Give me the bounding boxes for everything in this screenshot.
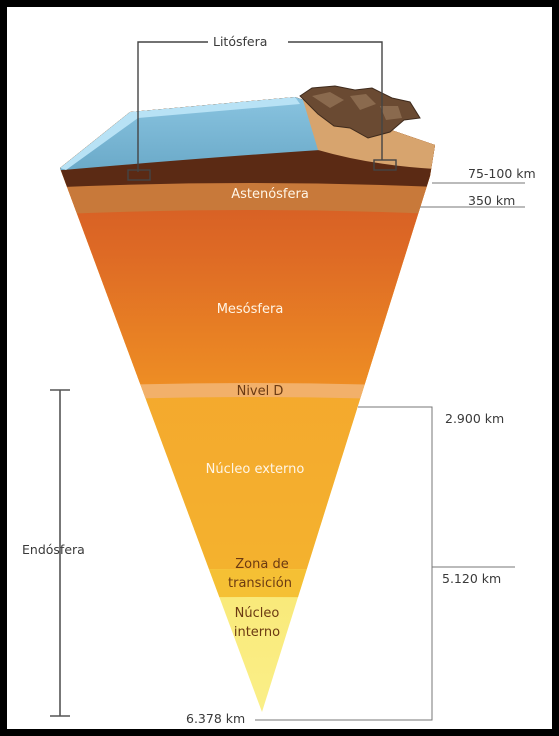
depth-2900-label: 2.900 km bbox=[445, 411, 504, 426]
depth-6378-label: 6.378 km bbox=[186, 711, 245, 726]
litosfera-label: Litósfera bbox=[213, 34, 267, 49]
depth-350-label: 350 km bbox=[468, 193, 515, 208]
transicion-label: transición bbox=[220, 576, 300, 591]
zona-de-label: Zona de bbox=[222, 557, 302, 572]
nucleo-externo-label: Núcleo externo bbox=[195, 462, 315, 477]
mesosfera-label: Mesósfera bbox=[210, 302, 290, 317]
nucleo-label: Núcleo bbox=[222, 606, 292, 621]
endosfera-label: Endósfera bbox=[22, 542, 85, 557]
astenosfera-label: Astenósfera bbox=[230, 187, 310, 202]
nivel-d-label: Nivel D bbox=[225, 384, 295, 399]
depth-75-100-label: 75-100 km bbox=[468, 166, 536, 181]
interno-label: interno bbox=[222, 625, 292, 640]
depth-5120-label: 5.120 km bbox=[442, 571, 501, 586]
